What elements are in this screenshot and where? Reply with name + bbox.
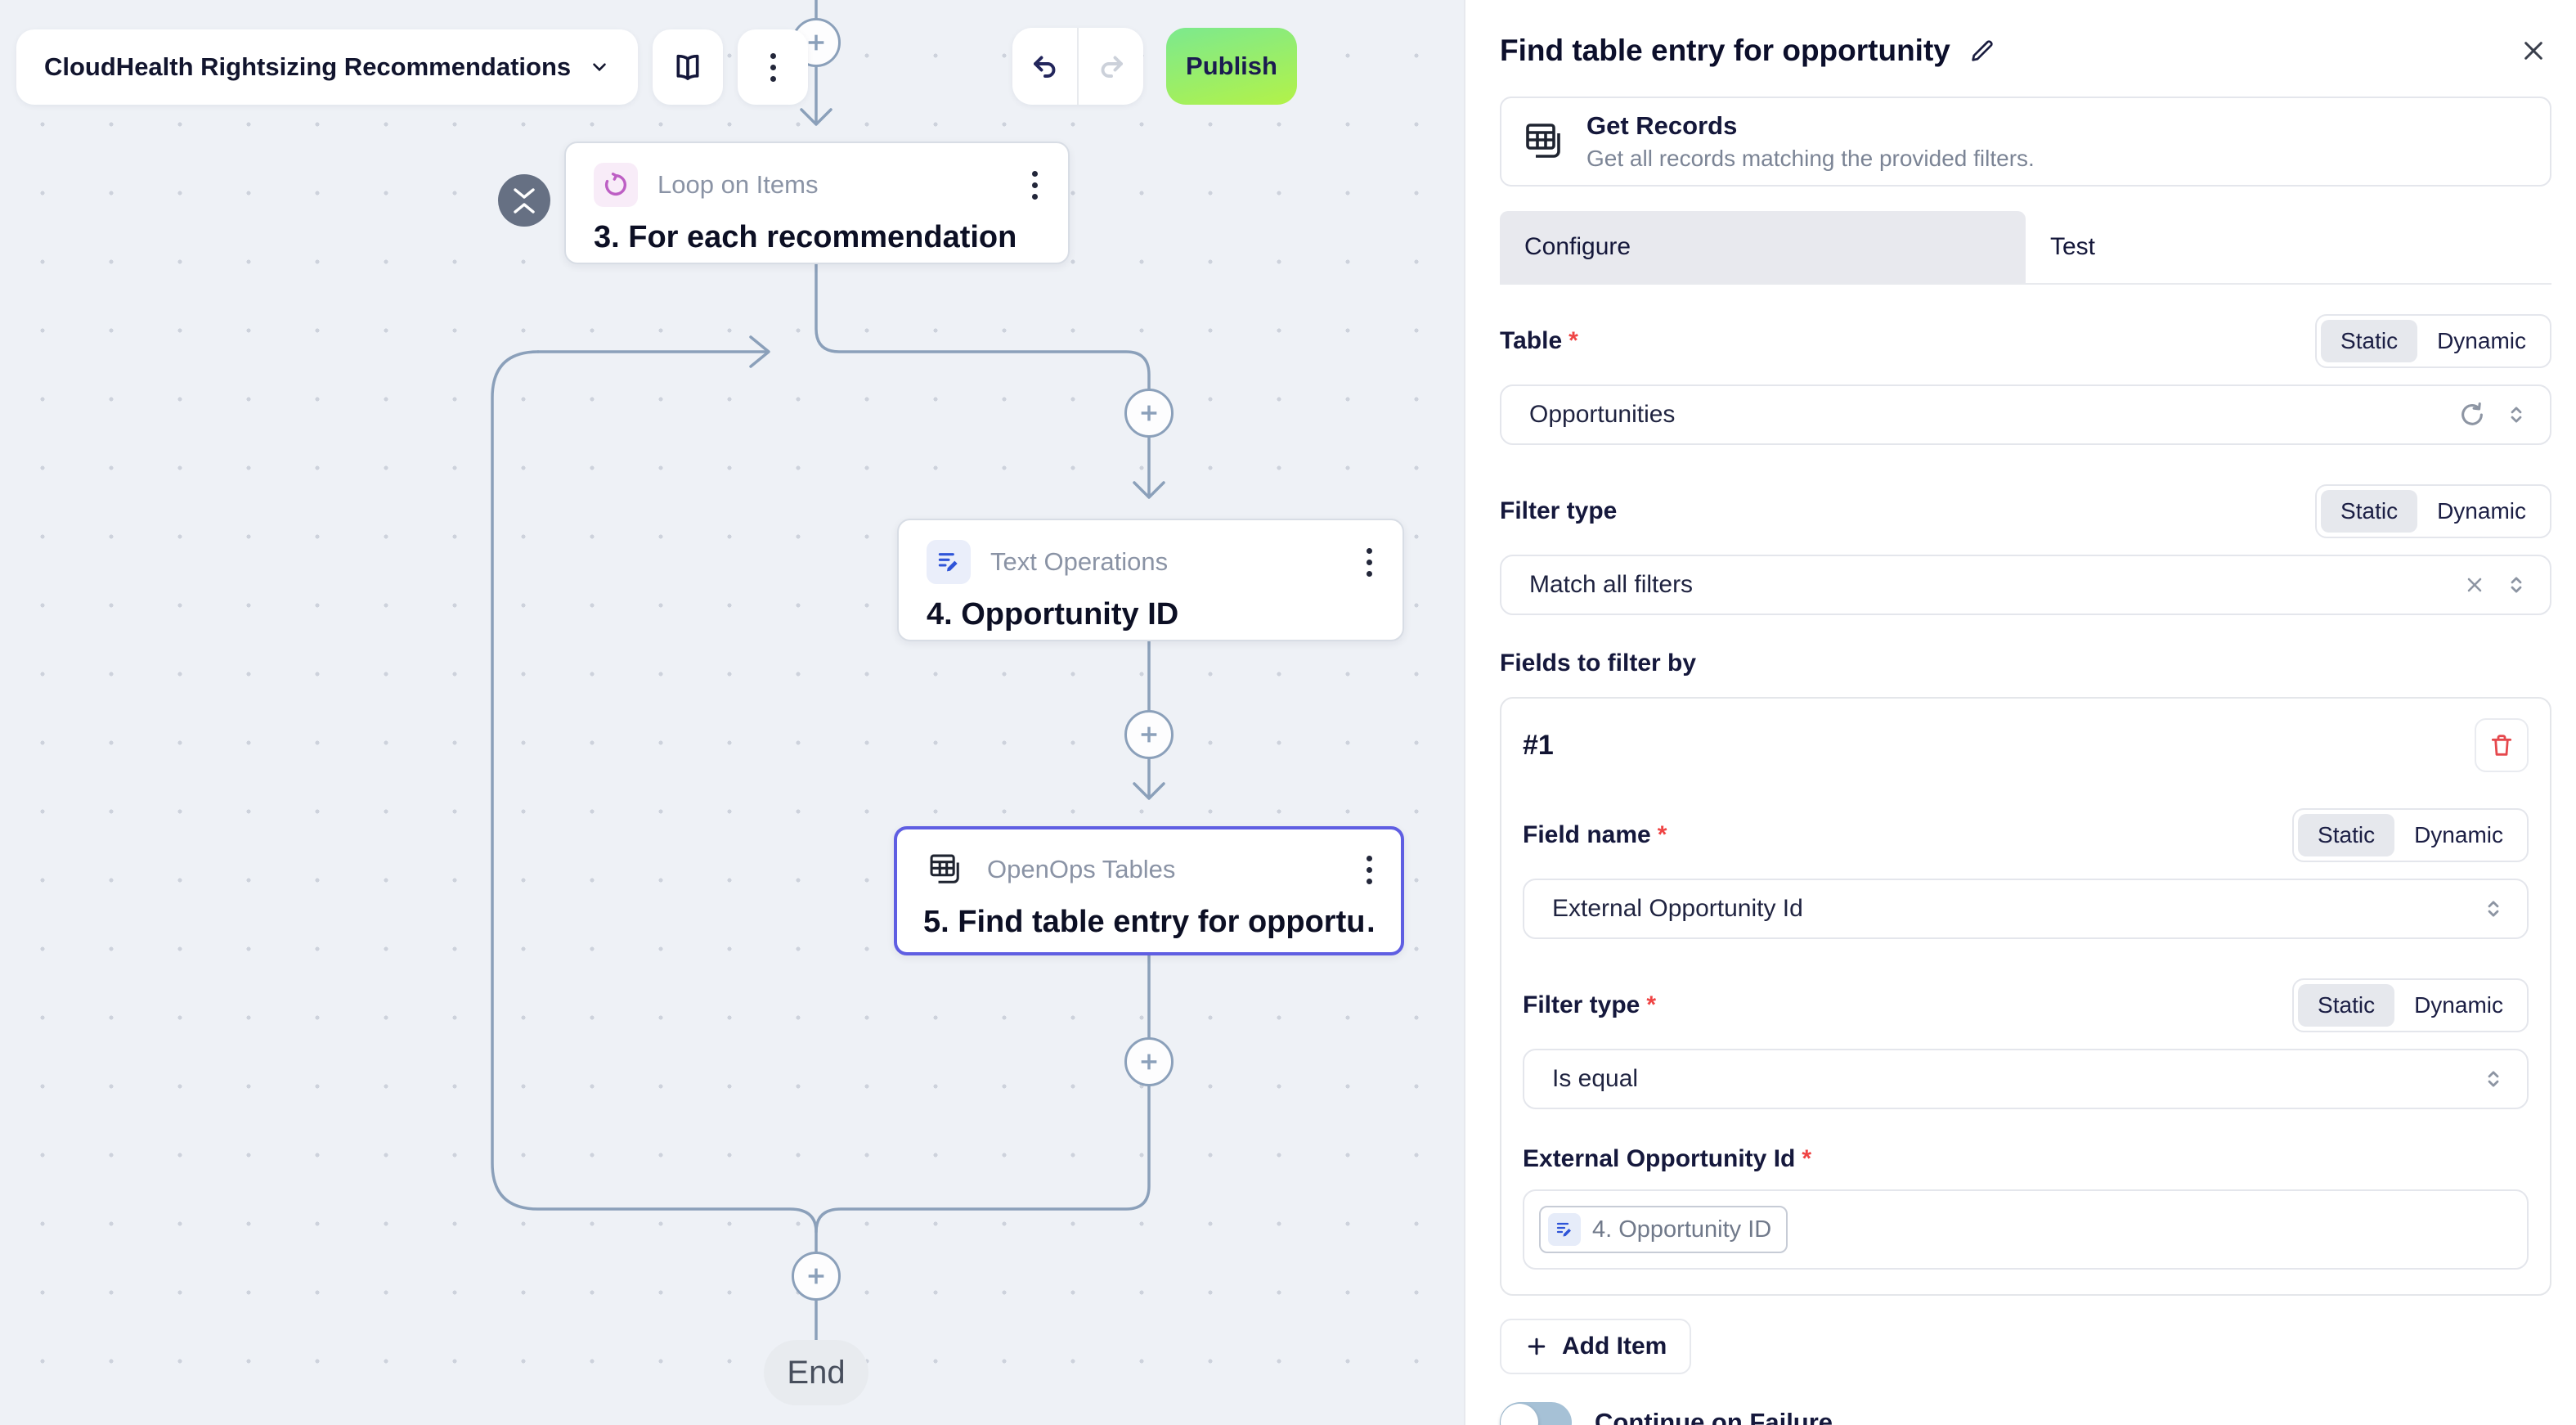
add-step-button[interactable] bbox=[792, 1252, 841, 1301]
item-filter-type-label: Filter type* bbox=[1523, 991, 1657, 1018]
select-chevrons-icon bbox=[2511, 407, 2522, 423]
continue-on-failure-toggle[interactable] bbox=[1500, 1402, 1572, 1425]
tab-test[interactable]: Test bbox=[2050, 233, 2096, 260]
continue-on-failure-label: Continue on Failure bbox=[1595, 1408, 1833, 1425]
item-filter-type-mode-toggle[interactable]: Static Dynamic bbox=[2292, 978, 2529, 1032]
external-opportunity-id-input[interactable]: 4. Opportunity ID bbox=[1523, 1189, 2529, 1270]
field-name-label: Field name* bbox=[1523, 821, 1667, 848]
tables-icon bbox=[1526, 124, 1560, 158]
undo-icon bbox=[1033, 56, 1055, 78]
node-type-label: OpenOps Tables bbox=[987, 855, 1176, 883]
tables-icon bbox=[923, 847, 967, 892]
book-icon bbox=[676, 54, 699, 80]
node-menu-button[interactable] bbox=[1029, 168, 1040, 203]
node-menu-button[interactable] bbox=[1363, 545, 1375, 580]
clear-icon[interactable] bbox=[2463, 573, 2486, 596]
canvas-menu-button[interactable] bbox=[738, 29, 809, 105]
history-publish-toolbar: Publish bbox=[1012, 28, 1297, 105]
mode-static[interactable]: Static bbox=[2321, 490, 2418, 533]
mode-dynamic[interactable]: Dynamic bbox=[2437, 328, 2526, 353]
pencil-icon bbox=[1972, 40, 1993, 61]
workflow-edges bbox=[491, 0, 1165, 1342]
node-openops-tables[interactable]: OpenOps Tables 5. Find table entry for o… bbox=[894, 826, 1404, 955]
required-marker: * bbox=[1802, 1145, 1812, 1172]
rename-step-button[interactable] bbox=[1968, 37, 1996, 65]
select-chevrons-icon bbox=[2488, 1071, 2499, 1087]
node-menu-button[interactable] bbox=[1363, 852, 1375, 888]
select-chevrons-icon bbox=[2488, 901, 2499, 917]
node-title: 3. For each recommendation bbox=[594, 220, 1017, 254]
end-node: End bbox=[764, 1340, 868, 1405]
text-operations-icon bbox=[1548, 1213, 1581, 1246]
tab-configure[interactable]: Configure bbox=[1500, 211, 2026, 283]
loop-icon bbox=[594, 163, 638, 207]
filter-type-label: Filter type bbox=[1500, 497, 1618, 524]
mode-dynamic[interactable]: Dynamic bbox=[2414, 992, 2503, 1018]
workflow-name: CloudHealth Rightsizing Recommendations bbox=[44, 52, 572, 81]
workflow-canvas[interactable]: Loop on Items 3. For each recommendation… bbox=[0, 0, 1464, 1425]
required-marker: * bbox=[1646, 991, 1657, 1018]
table-select[interactable]: Opportunities bbox=[1500, 384, 2551, 445]
kebab-icon bbox=[767, 50, 779, 85]
filter-type-select[interactable]: Match all filters bbox=[1500, 555, 2551, 615]
close-icon bbox=[2524, 42, 2542, 60]
text-operations-icon bbox=[927, 540, 971, 584]
field-name-select[interactable]: External Opportunity Id bbox=[1523, 879, 2529, 939]
node-text-operations[interactable]: Text Operations 4. Opportunity ID bbox=[897, 519, 1404, 641]
add-item-button[interactable]: Add Item bbox=[1500, 1319, 1692, 1374]
mode-static[interactable]: Static bbox=[2298, 814, 2395, 856]
chevron-down-icon bbox=[514, 187, 535, 199]
node-title: 4. Opportunity ID bbox=[927, 597, 1179, 632]
item-filter-type-select[interactable]: Is equal bbox=[1523, 1049, 2529, 1109]
panel-tabs: Configure Test bbox=[1500, 211, 2551, 285]
collapse-loop-button[interactable] bbox=[498, 174, 550, 227]
mode-static[interactable]: Static bbox=[2298, 984, 2395, 1027]
plus-icon bbox=[1528, 1337, 1546, 1355]
trash-icon bbox=[2491, 735, 2512, 756]
field-name-mode-toggle[interactable]: Static Dynamic bbox=[2292, 808, 2529, 862]
node-loop-on-items[interactable]: Loop on Items 3. For each recommendation bbox=[564, 142, 1070, 264]
filter-item-card: #1 Field name* Static Dynamic External O… bbox=[1500, 697, 2551, 1296]
refresh-icon[interactable] bbox=[2458, 401, 2486, 429]
external-opportunity-id-label: External Opportunity Id* bbox=[1523, 1145, 1812, 1172]
publish-button[interactable]: Publish bbox=[1166, 28, 1297, 105]
workflow-name-dropdown[interactable]: CloudHealth Rightsizing Recommendations bbox=[16, 29, 639, 105]
canvas-toolbar: CloudHealth Rightsizing Recommendations bbox=[16, 29, 809, 105]
add-step-button[interactable] bbox=[1124, 1037, 1174, 1086]
close-panel-button[interactable] bbox=[2515, 33, 2551, 69]
chevron-up-icon bbox=[514, 202, 535, 214]
node-type-label: Loop on Items bbox=[657, 170, 819, 199]
table-mode-toggle[interactable]: Static Dynamic bbox=[2315, 314, 2551, 368]
node-type-label: Text Operations bbox=[990, 547, 1169, 576]
add-step-button[interactable] bbox=[1124, 389, 1174, 438]
filter-item-number: #1 bbox=[1523, 729, 1554, 761]
redo-button[interactable] bbox=[1079, 28, 1143, 105]
add-step-button[interactable] bbox=[1124, 710, 1174, 759]
action-description: Get all records matching the provided fi… bbox=[1586, 146, 2035, 171]
filter-type-mode-toggle[interactable]: Static Dynamic bbox=[2315, 484, 2551, 538]
step-settings-panel: Find table entry for opportunity Get Rec… bbox=[1464, 0, 2576, 1425]
redo-icon bbox=[1101, 56, 1123, 78]
step-output-token[interactable]: 4. Opportunity ID bbox=[1539, 1206, 1788, 1253]
delete-filter-item-button[interactable] bbox=[2475, 718, 2529, 772]
action-name: Get Records bbox=[1586, 111, 1738, 140]
node-title: 5. Find table entry for opportu… bbox=[923, 905, 1375, 939]
undo-button[interactable] bbox=[1012, 28, 1079, 105]
mode-dynamic[interactable]: Dynamic bbox=[2414, 822, 2503, 847]
docs-button[interactable] bbox=[653, 29, 724, 105]
mode-static[interactable]: Static bbox=[2321, 320, 2418, 362]
fields-to-filter-by-label: Fields to filter by bbox=[1500, 650, 1697, 677]
select-chevrons-icon bbox=[2511, 577, 2522, 593]
chevron-down-icon bbox=[593, 63, 606, 72]
required-marker: * bbox=[1657, 821, 1667, 848]
required-marker: * bbox=[1568, 327, 1578, 354]
action-info-card: Get Records Get all records matching the… bbox=[1500, 97, 2551, 187]
table-field-label: Table* bbox=[1500, 327, 1578, 354]
mode-dynamic[interactable]: Dynamic bbox=[2437, 498, 2526, 524]
step-title: Find table entry for opportunity bbox=[1500, 34, 1950, 67]
